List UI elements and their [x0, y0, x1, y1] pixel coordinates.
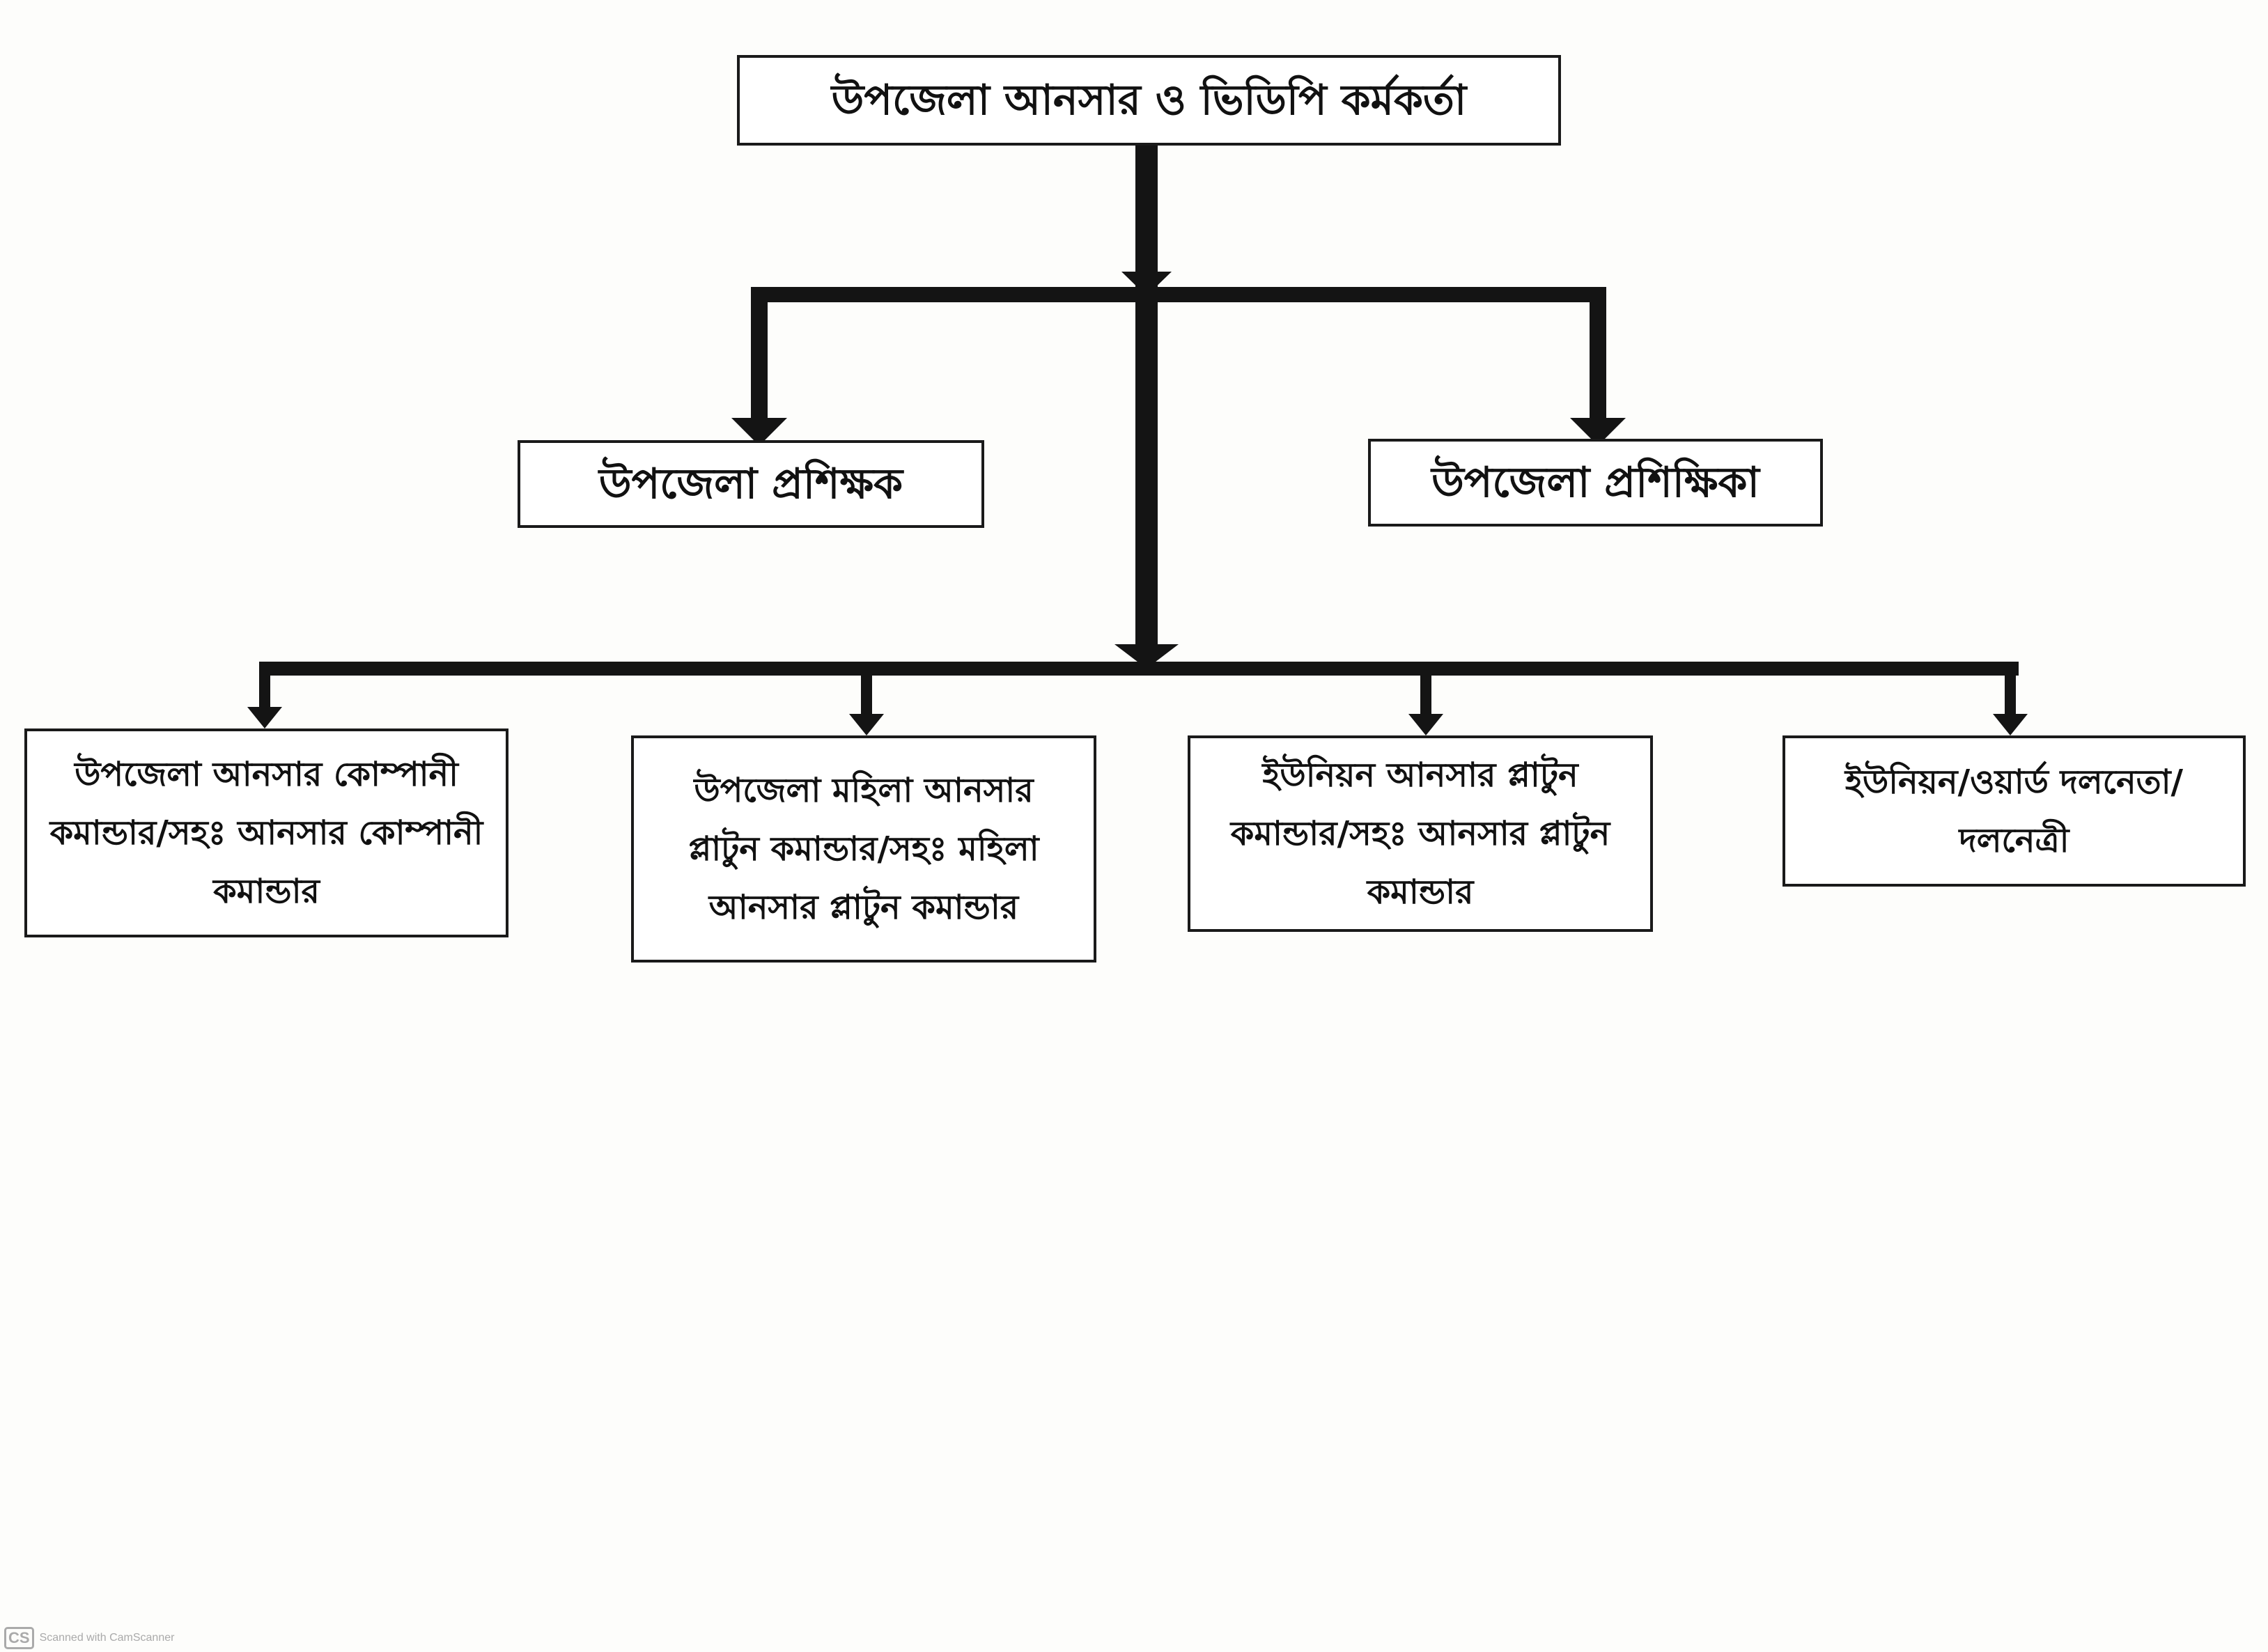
box-upazila-trainer-male: উপজেলা প্রশিক্ষক — [518, 440, 984, 528]
box-label: ইউনিয়ন/ওয়ার্ড দলনেতা/দলনেত্রী — [1844, 762, 2184, 860]
box-label: উপজেলা আনসার ও ভিডিপি কর্মকর্তা — [831, 75, 1467, 125]
box-label: উপজেলা প্রশিক্ষক — [598, 459, 903, 508]
trunk-line — [1135, 146, 1158, 647]
bottom-drop-1 — [259, 662, 270, 710]
watermark: CS Scanned with CamScanner — [4, 1627, 174, 1649]
arrow-head — [731, 418, 787, 446]
camscanner-logo: CS — [4, 1627, 34, 1649]
arrow-head — [849, 714, 884, 735]
arrow-head — [247, 707, 282, 728]
box-women-platoon-commander: উপজেলা মহিলা আনসার প্লাটুন কমান্ডার/সহঃ … — [631, 735, 1096, 963]
bottom-drop-3 — [1420, 662, 1431, 717]
arrow-head — [1114, 644, 1179, 669]
box-upazila-trainer-female: উপজেলা প্রশিক্ষিকা — [1368, 439, 1823, 527]
box-label: ইউনিয়ন আনসার প্লাটুন কমান্ডার/সহঃ আনসার… — [1230, 756, 1610, 912]
watermark-text: Scanned with CamScanner — [39, 1632, 175, 1644]
box-label: উপজেলা প্রশিক্ষিকা — [1431, 458, 1760, 507]
arrow-head — [1121, 272, 1172, 296]
middle-bar — [751, 287, 1606, 302]
arrow-head — [1570, 418, 1626, 446]
bottom-drop-4 — [2005, 662, 2016, 717]
box-ward-leader: ইউনিয়ন/ওয়ার্ড দলনেতা/দলনেত্রী — [1782, 735, 2246, 887]
box-label: উপজেলা মহিলা আনসার প্লাটুন কমান্ডার/সহঃ … — [688, 771, 1039, 927]
middle-left-drop — [751, 287, 768, 419]
middle-right-drop — [1590, 287, 1606, 419]
box-label: উপজেলা আনসার কোম্পানী কমান্ডার/সহঃ আনসার… — [49, 755, 483, 911]
arrow-head — [1408, 714, 1443, 735]
box-upazila-officer: উপজেলা আনসার ও ভিডিপি কর্মকর্তা — [737, 55, 1561, 146]
box-union-platoon-commander: ইউনিয়ন আনসার প্লাটুন কমান্ডার/সহঃ আনসার… — [1188, 735, 1653, 932]
bottom-bar — [259, 662, 2019, 676]
bottom-drop-2 — [861, 662, 872, 717]
box-company-commander: উপজেলা আনসার কোম্পানী কমান্ডার/সহঃ আনসার… — [24, 728, 508, 937]
arrow-head — [1993, 714, 2028, 735]
